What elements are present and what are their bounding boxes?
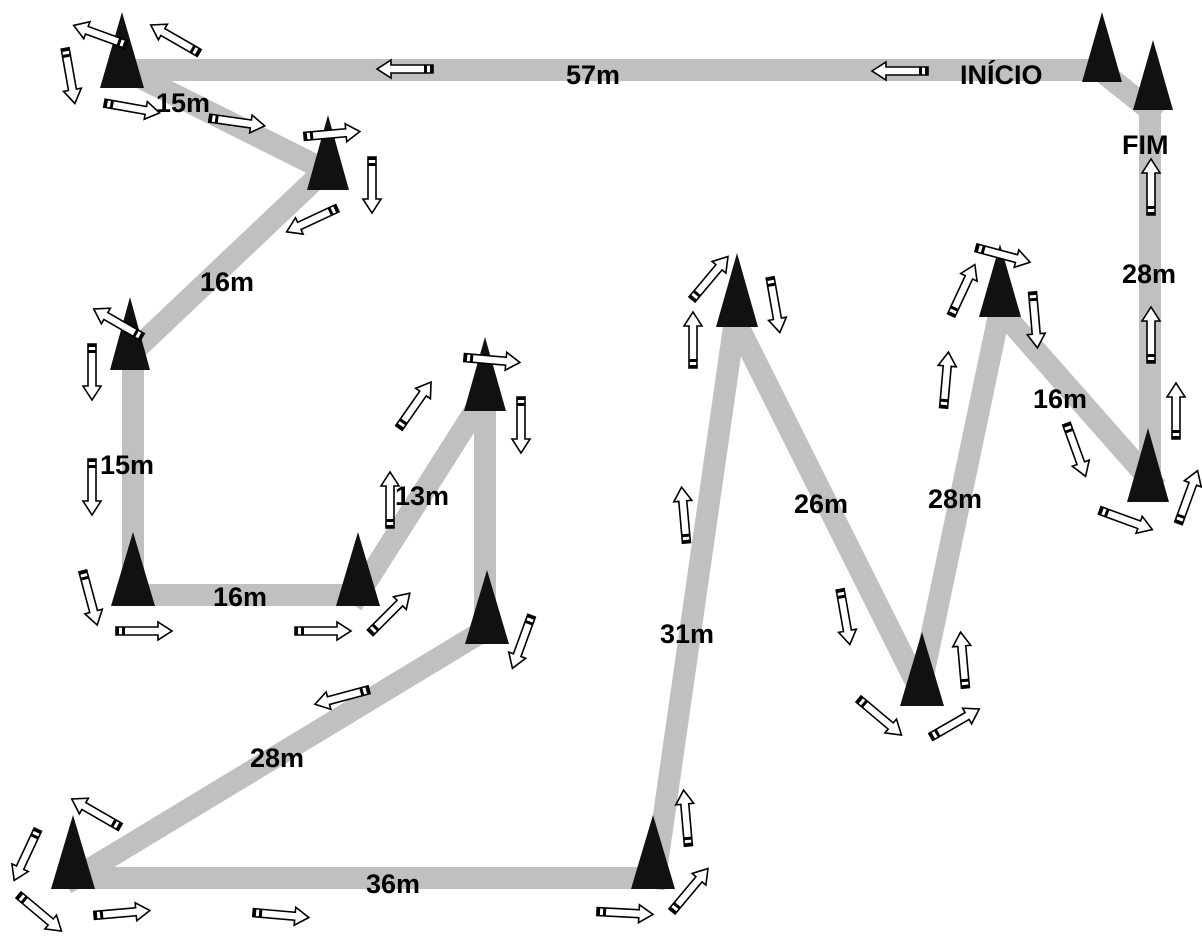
- distance-label: 15m: [100, 450, 154, 480]
- arrow-icon: [294, 621, 352, 641]
- distance-label: 28m: [250, 743, 304, 773]
- path-segment: [59, 614, 501, 894]
- arrow-icon: [1095, 501, 1157, 539]
- arrow-icon: [830, 587, 860, 647]
- arrow-icon: [82, 458, 102, 516]
- cone-icon: [979, 244, 1021, 317]
- cone-icon: [1082, 12, 1122, 82]
- cone-icon: [1127, 428, 1169, 502]
- cone-icon: [900, 632, 944, 706]
- path-segment: [342, 379, 501, 611]
- path-segment: [906, 296, 1014, 704]
- cone-icon: [336, 532, 380, 606]
- distance-label: 16m: [1033, 384, 1087, 414]
- arrow-icon: [145, 16, 205, 62]
- cone-icon: [631, 815, 675, 889]
- arrow-icon: [11, 887, 69, 938]
- arrow-icon: [73, 567, 107, 629]
- arrow-icon: [673, 788, 699, 848]
- path-segment: [720, 305, 935, 705]
- arrow-icon: [933, 350, 959, 410]
- cone-icon: [716, 253, 758, 327]
- arrow-icon: [82, 343, 102, 401]
- start-label: INÍCIO: [960, 59, 1043, 90]
- arrow-icon: [390, 376, 440, 434]
- distance-label: 13m: [395, 481, 449, 511]
- distance-label: 16m: [213, 582, 267, 612]
- arrow-icon: [683, 311, 703, 369]
- arrow-icon: [511, 396, 531, 454]
- arrow-icon: [88, 300, 148, 346]
- arrow-icon: [671, 485, 697, 545]
- distance-label: 15m: [156, 88, 210, 118]
- cone-icon: [111, 532, 155, 606]
- distance-label: 36m: [366, 869, 420, 899]
- cones: [51, 12, 1173, 889]
- distance-label: 26m: [794, 489, 848, 519]
- arrow-icon: [251, 902, 311, 928]
- cone-icon: [464, 337, 506, 411]
- arrow-icon: [595, 901, 655, 925]
- cone-icon: [307, 115, 349, 190]
- distance-label: 16m: [200, 267, 254, 297]
- arrow-icon: [760, 275, 790, 335]
- cone-icon: [1133, 40, 1173, 110]
- cone-icon: [51, 815, 95, 889]
- distance-label: 31m: [660, 619, 714, 649]
- arrow-icon: [942, 260, 984, 320]
- arrow-icon: [5, 825, 47, 885]
- arrow-icon: [1057, 419, 1095, 481]
- arrow-icon: [503, 611, 541, 673]
- arrow-icon: [102, 93, 162, 123]
- labels: INÍCIO FIM 57m 15m 16m 15m 16m 13m 28m 3…: [100, 59, 1176, 899]
- path-segment: [984, 294, 1166, 496]
- arrow-icon: [92, 900, 152, 926]
- cone-icon: [100, 12, 144, 88]
- arrow-icon: [362, 156, 382, 214]
- arrow-icon: [851, 691, 909, 743]
- arrow-icon: [925, 700, 985, 746]
- arrow-icon: [664, 861, 716, 919]
- arrow-icon: [55, 46, 85, 106]
- distance-label: 57m: [566, 60, 620, 90]
- course-path: [59, 54, 1166, 894]
- path-segment: [117, 154, 341, 368]
- arrow-icon: [115, 621, 173, 641]
- path-segment: [642, 307, 748, 891]
- arrow-icon: [1166, 382, 1186, 440]
- arrow-icon: [1169, 466, 1202, 528]
- finish-label: FIM: [1122, 130, 1169, 160]
- distance-label: 28m: [928, 484, 982, 514]
- arrow-icon: [950, 630, 976, 690]
- cone-icon: [465, 570, 509, 644]
- distance-label: 28m: [1122, 259, 1176, 289]
